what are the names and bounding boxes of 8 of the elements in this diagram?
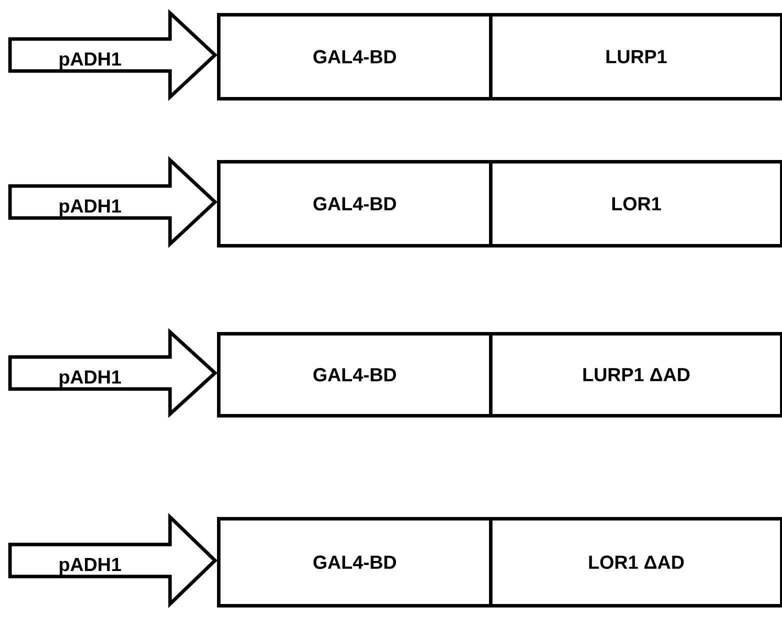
- gene-segment-box: LURP1 ΔAD: [489, 332, 782, 418]
- gene-segment-box: GAL4-BD: [217, 13, 492, 100]
- gene-segment-box: LOR1 ΔAD: [489, 517, 782, 608]
- gene-segment-box: LOR1: [489, 160, 782, 248]
- gene-segment-box: GAL4-BD: [217, 332, 492, 418]
- gene-segment-box: GAL4-BD: [217, 517, 492, 608]
- gene-segment-box: LURP1: [489, 13, 782, 100]
- gene-segment-box: GAL4-BD: [217, 160, 492, 248]
